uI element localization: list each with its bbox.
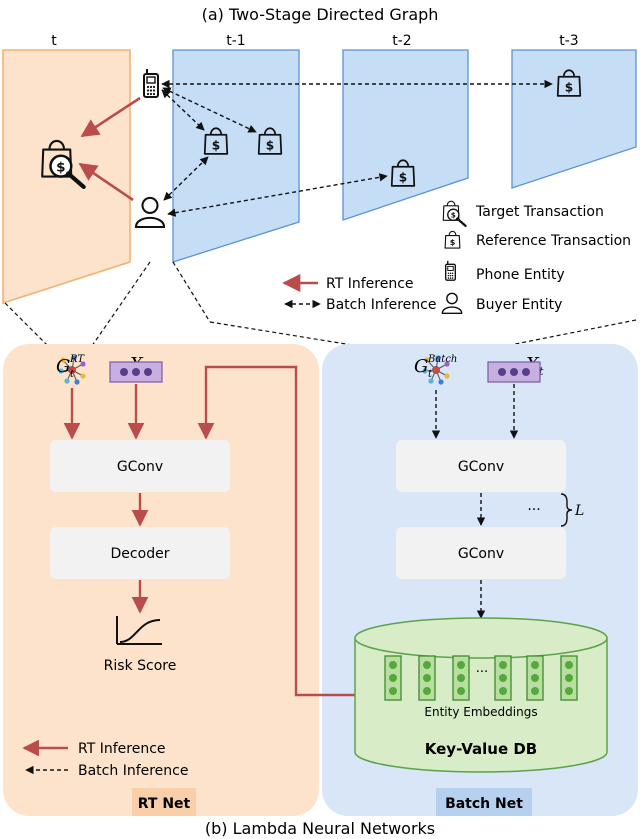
batch-gconv-block-1: [396, 440, 566, 492]
legend-reference-label: Reference Transaction: [476, 233, 631, 249]
rt-graph-sub: t: [70, 369, 75, 380]
panel-t-3: [511, 49, 637, 189]
panel-t-2: [342, 49, 469, 221]
rt-gconv-block: [50, 440, 230, 492]
rt-graph-sup: RT: [69, 354, 85, 365]
rt-gconv-label: GConv: [117, 459, 163, 475]
legend-target-icon: [442, 200, 467, 227]
rt-graph-symbol: G: [56, 356, 70, 377]
rt-net-tab: [132, 788, 196, 816]
phone-entity-icon: [143, 68, 159, 98]
time-label-t-3: t-3: [559, 33, 578, 49]
legend2-rt-label: RT Inference: [78, 741, 166, 757]
bottom-title: (b) Lambda Neural Networks: [205, 819, 435, 838]
layers-ellipsis: ···: [527, 502, 540, 518]
legend-phone-label: Phone Entity: [476, 267, 565, 283]
batch-edge: [167, 173, 388, 217]
batch-graph-symbol: G: [414, 356, 428, 377]
connector-line: [172, 261, 211, 323]
batch-gconv-label-2: GConv: [458, 546, 504, 562]
db-label: Key-Value DB: [425, 740, 537, 758]
batch-feature-sub: t: [539, 365, 544, 378]
connector-line: [454, 319, 637, 357]
legend-buyer-icon: [441, 292, 463, 314]
layers-symbol: L: [574, 503, 584, 519]
rt-arrow-db-gconv: [197, 365, 356, 697]
batch-gconv-block-2: [396, 527, 566, 579]
connector-line: [84, 261, 151, 357]
batch-net-name: Batch Net: [445, 796, 523, 812]
batch-graph-sub: t: [428, 369, 433, 380]
rt-net-name: RT Net: [138, 796, 191, 812]
rt-edge-buyer-target: [78, 162, 134, 202]
risk-score-plot-icon: [116, 616, 162, 645]
legend2-batch-label: Batch Inference: [78, 763, 188, 779]
time-label-t: t: [51, 33, 57, 49]
rt-decoder-block: [50, 527, 230, 579]
panel-t-1: [172, 49, 300, 263]
time-label-t-2: t-2: [392, 33, 411, 49]
buyer-entity-icon: [134, 196, 166, 228]
entity-embedding-columns: [384, 655, 578, 701]
key-value-db: [354, 617, 608, 773]
top-title: (a) Two-Stage Directed Graph: [202, 5, 439, 24]
legend-reference-icon: [444, 230, 461, 249]
layers-brace: [560, 493, 573, 527]
legend-target-label: Target Transaction: [475, 204, 604, 220]
batch-edge: [162, 87, 257, 133]
legend-batch-label: Batch Inference: [326, 297, 436, 313]
batch-gconv-label-1: GConv: [458, 459, 504, 475]
time-label-t-1: t-1: [226, 33, 245, 49]
risk-score-label: Risk Score: [104, 658, 177, 674]
rt-edge-phone-target: [80, 96, 141, 138]
batch-net-tab: [436, 788, 532, 816]
batch-graph-sup: Batch: [427, 354, 457, 365]
legend-phone-icon: [445, 260, 456, 281]
embeddings-ellipsis: ···: [476, 665, 488, 680]
connector-line: [4, 302, 59, 357]
embeddings-label: Entity Embeddings: [424, 705, 537, 719]
legend-buyer-label: Buyer Entity: [476, 297, 562, 313]
rt-decoder-label: Decoder: [111, 546, 170, 562]
legend-rt-label: RT Inference: [326, 276, 414, 292]
